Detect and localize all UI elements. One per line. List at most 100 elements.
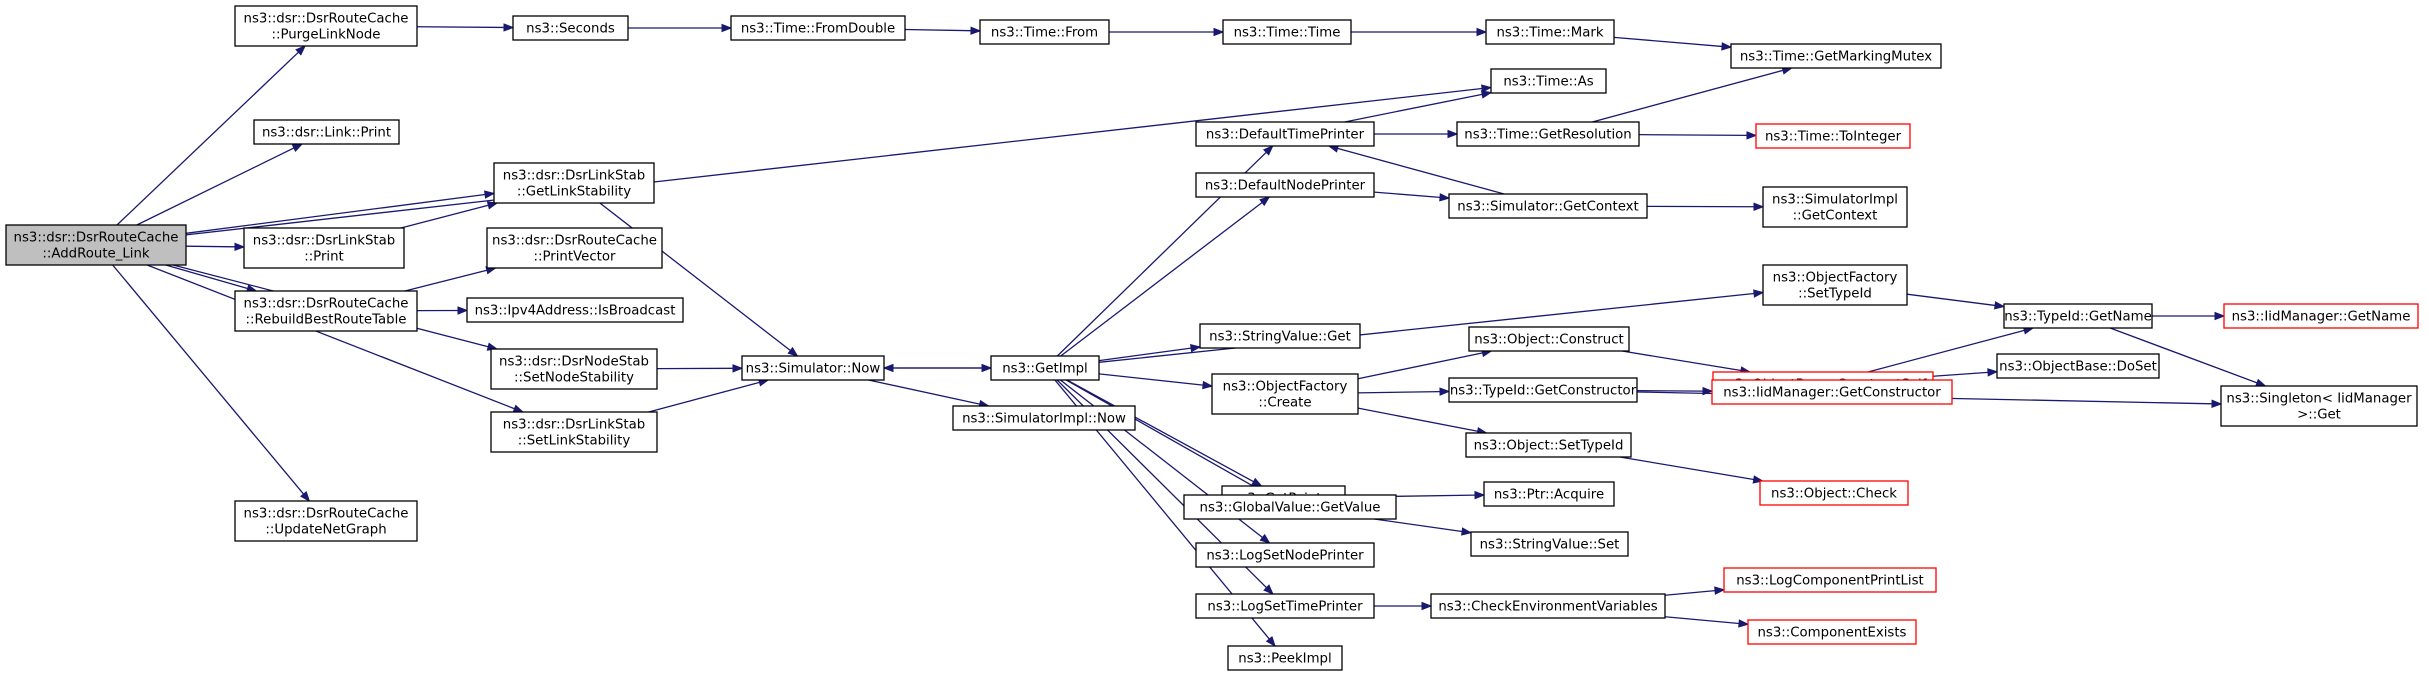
edge-line bbox=[1337, 147, 1505, 195]
function-node-logtime[interactable]: ns3::LogSetTimePrinter bbox=[1195, 593, 1375, 619]
function-node-timetime[interactable]: ns3::Time::Time bbox=[1222, 19, 1352, 45]
function-node-printvector[interactable]: ns3::dsr::DsrRouteCache::PrintVector bbox=[486, 227, 663, 269]
edge-setlinkstab-to-simnow bbox=[648, 378, 770, 413]
function-node-from[interactable]: ns3::Time::From bbox=[979, 19, 1110, 45]
node-label: ns3::DefaultNodePrinter bbox=[1205, 179, 1366, 194]
node-label: ns3::dsr::DsrRouteCache bbox=[492, 234, 657, 249]
edge-line bbox=[185, 245, 236, 248]
function-node-getname[interactable]: ns3::TypeId::GetName bbox=[2003, 303, 2153, 329]
arrowhead-icon bbox=[1721, 42, 1733, 51]
function-node-compexists[interactable]: ns3::ComponentExists bbox=[1747, 619, 1917, 645]
arrowhead-icon bbox=[1994, 301, 2006, 310]
arrowhead-icon bbox=[721, 23, 733, 33]
function-node-peekimpl[interactable]: ns3::PeekImpl bbox=[1227, 645, 1343, 671]
function-node-as[interactable]: ns3::Time::As bbox=[1490, 68, 1607, 94]
edge-line bbox=[1932, 371, 1989, 377]
node-box bbox=[512, 15, 629, 41]
function-node-tointeger[interactable]: ns3::Time::ToInteger bbox=[1755, 123, 1911, 149]
function-node-linkprint[interactable]: ns3::dsr::Link::Print bbox=[253, 119, 400, 145]
function-node-getres[interactable]: ns3::Time::GetResolution bbox=[1456, 121, 1640, 147]
function-node-defnode[interactable]: ns3::DefaultNodePrinter bbox=[1195, 172, 1375, 198]
edge-checkenv-to-logprintlist bbox=[1664, 586, 1726, 596]
edge-ofcreate-to-objsettypeid bbox=[1357, 407, 1488, 436]
function-node-objconstruct[interactable]: ns3::Object::Construct bbox=[1468, 326, 1630, 352]
edge-objsettypeid-to-objcheck bbox=[1619, 456, 1764, 484]
edge-line bbox=[1664, 616, 1740, 625]
node-label: ::PrintVector bbox=[534, 250, 616, 265]
edge-line bbox=[2109, 327, 2258, 384]
node-label: ::SetNodeStability bbox=[514, 371, 634, 386]
function-node-checkenv[interactable]: ns3::CheckEnvironmentVariables bbox=[1430, 593, 1666, 619]
node-label: ns3::ComponentExists bbox=[1757, 626, 1906, 641]
function-node-updatenet[interactable]: ns3::dsr::DsrRouteCache::UpdateNetGraph bbox=[234, 500, 418, 542]
arrowhead-icon bbox=[1476, 27, 1488, 37]
edge-line bbox=[1373, 191, 1441, 199]
function-node-deftime[interactable]: ns3::DefaultTimePrinter bbox=[1195, 121, 1375, 147]
function-node-ofcreate[interactable]: ns3::ObjectFactory::Create bbox=[1211, 373, 1359, 415]
node-label: ns3::SimulatorImpl bbox=[1772, 193, 1898, 208]
function-node-seconds[interactable]: ns3::Seconds bbox=[512, 15, 629, 41]
edge-fromdouble-to-from bbox=[904, 26, 982, 35]
node-label: >::Get bbox=[2297, 408, 2341, 423]
arrowhead-icon bbox=[970, 26, 982, 35]
function-node-objcheck[interactable]: ns3::Object::Check bbox=[1759, 480, 1909, 506]
node-label: ns3::CheckEnvironmentVariables bbox=[1438, 600, 1657, 615]
node-box bbox=[1711, 379, 1953, 405]
function-node-setnodestab[interactable]: ns3::dsr::DsrNodeStab::SetNodeStability bbox=[490, 348, 658, 390]
node-label: ns3::Object::Construct bbox=[1474, 333, 1623, 348]
node-label: ::RebuildBestRouteTable bbox=[246, 313, 407, 328]
function-node-dlsprint[interactable]: ns3::dsr::DsrLinkStab::Print bbox=[243, 227, 405, 269]
function-node-strget[interactable]: ns3::StringValue::Get bbox=[1199, 323, 1361, 349]
function-node-lognode[interactable]: ns3::LogSetNodePrinter bbox=[1195, 542, 1375, 568]
edge-line bbox=[1098, 373, 1204, 386]
function-node-isbroadcast[interactable]: ns3::Ipv4Address::IsBroadcast bbox=[466, 297, 684, 323]
function-node-strset[interactable]: ns3::StringValue::Set bbox=[1470, 531, 1629, 557]
arrowhead-icon bbox=[1987, 368, 1999, 377]
function-node-doset[interactable]: ns3::ObjectBase::DoSet bbox=[1996, 353, 2160, 379]
function-node-objsettypeid[interactable]: ns3::Object::SetTypeId bbox=[1465, 432, 1632, 458]
function-node-iidgetname[interactable]: ns3::IidManager::GetName bbox=[2223, 303, 2419, 329]
arrowhead-icon bbox=[2211, 399, 2223, 409]
arrowhead-icon bbox=[1439, 193, 1451, 202]
function-node-purge[interactable]: ns3::dsr::DsrRouteCache::PurgeLinkNode bbox=[234, 5, 418, 47]
function-node-implctx[interactable]: ns3::SimulatorImpl::GetContext bbox=[1762, 186, 1908, 228]
function-node-fromdouble[interactable]: ns3::Time::FromDouble bbox=[730, 15, 906, 41]
arrowhead-icon bbox=[1439, 387, 1451, 396]
arrowhead-icon bbox=[1460, 527, 1473, 536]
edge-simnow-to-simimplnow bbox=[868, 379, 990, 409]
function-node-iidgetctor[interactable]: ns3::IidManager::GetConstructor bbox=[1711, 379, 1953, 405]
function-node-setlinkstab[interactable]: ns3::dsr::DsrLinkStab::SetLinkStability bbox=[490, 411, 658, 453]
node-box bbox=[1465, 432, 1632, 458]
edge-getimpl-to-strget bbox=[1098, 343, 1202, 362]
function-node-singleton[interactable]: ns3::Singleton< IidManager>::Get bbox=[2220, 385, 2418, 427]
edge-logtime-to-checkenv bbox=[1374, 601, 1433, 611]
function-node-ptracquire[interactable]: ns3::Ptr::Acquire bbox=[1483, 481, 1615, 507]
function-node-mutex[interactable]: ns3::Time::GetMarkingMutex bbox=[1730, 43, 1942, 69]
function-node-rebuild[interactable]: ns3::dsr::DsrRouteCache::RebuildBestRout… bbox=[234, 290, 418, 332]
arrowhead-icon bbox=[1481, 84, 1493, 93]
function-node-getlinkstab[interactable]: ns3::dsr::DsrLinkStab::GetLinkStability bbox=[493, 162, 655, 204]
function-node-ofsettypeid[interactable]: ns3::ObjectFactory::SetTypeId bbox=[1762, 264, 1908, 306]
arrowhead-icon bbox=[1262, 145, 1274, 156]
function-node-mark[interactable]: ns3::Time::Mark bbox=[1485, 19, 1615, 45]
edge-line bbox=[165, 264, 248, 290]
edge-root-to-as bbox=[185, 84, 1493, 236]
function-node-logprintlist[interactable]: ns3::LogComponentPrintList bbox=[1723, 567, 1937, 593]
arrowhead-icon bbox=[1265, 635, 1276, 648]
function-node-getctor[interactable]: ns3::TypeId::GetConstructor bbox=[1448, 377, 1638, 403]
function-node-getimpl[interactable]: ns3::GetImpl bbox=[990, 355, 1100, 381]
edge-root-to-setlinkstab bbox=[146, 264, 525, 413]
edge-root-to-rebuild bbox=[165, 264, 258, 293]
function-node-getcontext[interactable]: ns3::Simulator::GetContext bbox=[1448, 193, 1648, 219]
function-node-gvgetvalue[interactable]: ns3::GlobalValue::GetValue bbox=[1183, 494, 1397, 520]
function-node-simnow[interactable]: ns3::Simulator::Now bbox=[741, 355, 885, 381]
node-box bbox=[1747, 619, 1917, 645]
edge-getname-to-iidgetname bbox=[2151, 311, 2226, 321]
node-box bbox=[1448, 377, 1638, 403]
function-node-simimplnow[interactable]: ns3::SimulatorImpl::Now bbox=[952, 405, 1136, 431]
edge-deftime-to-as bbox=[1344, 90, 1493, 123]
edge-mark-to-mutex bbox=[1613, 36, 1733, 51]
node-box bbox=[2223, 303, 2419, 329]
edge-line bbox=[400, 204, 489, 229]
